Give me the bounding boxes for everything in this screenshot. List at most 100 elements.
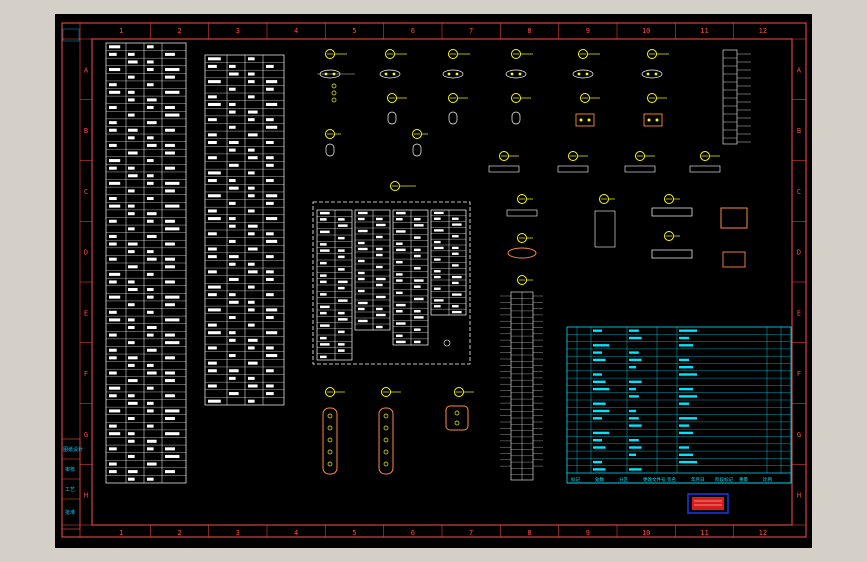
connector-tag-icon <box>517 233 527 243</box>
plug-connector-icon <box>379 69 401 79</box>
connector-tag-icon <box>517 194 527 204</box>
connector-tag-icon <box>511 49 521 59</box>
connector-tag-icon <box>568 151 578 161</box>
connector-tag-icon <box>454 387 464 397</box>
circuit-breaker-icon <box>643 113 663 127</box>
row-label-left: G <box>84 431 88 439</box>
title-block-footer-cell: 处数 <box>595 476 604 483</box>
row-label-left: E <box>84 309 88 317</box>
connector-tag-icon <box>647 49 657 59</box>
title-block-footer-cell: 分区 <box>619 476 628 483</box>
circuit-breaker-icon <box>575 113 595 127</box>
title-block-footer-cell: 阶段标记 <box>715 476 733 483</box>
plug-connector-icon <box>442 69 464 79</box>
row-label-left: C <box>84 188 88 196</box>
connector-tag-icon <box>385 49 395 59</box>
socket-icon <box>331 97 337 103</box>
connector-tag-icon <box>664 231 674 241</box>
side-label-3: 批准 <box>65 509 75 516</box>
title-block-footer-cell: 标记 <box>571 476 580 483</box>
connector-tag-icon <box>664 194 674 204</box>
title-block: 标记 处数 分区 更改文件号签名 年月日 阶段标记重量 比例 <box>566 326 792 484</box>
connector-tag-icon <box>635 151 645 161</box>
column-label-bottom: 2 <box>177 529 181 537</box>
approval-stamp <box>687 493 729 514</box>
title-block-footer-cell: 比例 <box>763 476 772 483</box>
title-block-footer-cell: 签名 <box>667 476 676 483</box>
connector-tag-icon <box>448 93 458 103</box>
connector-tag-icon <box>325 49 335 59</box>
connector-tag-icon <box>390 181 400 191</box>
column-label-bottom: 10 <box>642 529 650 537</box>
terminal-strip-lower <box>500 291 543 481</box>
column-label-top: 2 <box>177 27 181 35</box>
column-label-top: 8 <box>527 27 531 35</box>
connector-tag-icon <box>412 129 422 139</box>
title-block-footer-cell: 更改文件号 <box>643 476 666 483</box>
row-label-right: F <box>797 370 801 378</box>
column-label-top: 5 <box>352 27 356 35</box>
row-label-left: D <box>84 249 88 257</box>
connector-tag-icon <box>448 49 458 59</box>
column-label-top: 1 <box>119 27 123 35</box>
title-block-footer-cell: 年月日 <box>691 476 705 483</box>
column-label-top: 6 <box>411 27 415 35</box>
row-label-left: F <box>84 370 88 378</box>
connector-tag-icon <box>700 151 710 161</box>
central-wiring-panel <box>312 201 471 365</box>
column-label-top: 11 <box>700 27 708 35</box>
row-label-left: H <box>84 492 88 500</box>
connector-tag-icon <box>511 93 521 103</box>
row-label-right: B <box>797 127 801 135</box>
column-label-bottom: 5 <box>352 529 356 537</box>
connector-tag-icon <box>647 93 657 103</box>
socket-icon <box>331 90 337 96</box>
connector-symbols <box>317 49 748 475</box>
connector-pin-table-middle <box>204 54 285 406</box>
column-label-bottom: 9 <box>586 529 590 537</box>
side-label-1: 审核 <box>65 466 75 473</box>
connector-tag-icon <box>325 129 335 139</box>
column-label-bottom: 3 <box>236 529 240 537</box>
column-label-top: 3 <box>236 27 240 35</box>
column-label-bottom: 6 <box>411 529 415 537</box>
connector-pin-table-left <box>105 42 187 484</box>
column-label-bottom: 11 <box>700 529 708 537</box>
connector-tag-icon <box>580 93 590 103</box>
plug-connector-icon <box>505 69 527 79</box>
column-label-top: 12 <box>759 27 767 35</box>
row-label-right: E <box>797 309 801 317</box>
side-label-strip: 图纸设计 审核 工艺 批准 <box>61 28 83 530</box>
column-label-top: 9 <box>586 27 590 35</box>
connector-tag-icon <box>381 387 391 397</box>
connector-tag-icon <box>387 93 397 103</box>
row-label-right: G <box>797 431 801 439</box>
terminal-strip-right <box>722 49 751 145</box>
column-label-bottom: 12 <box>759 529 767 537</box>
connector-tag-icon <box>599 194 609 204</box>
column-label-bottom: 8 <box>527 529 531 537</box>
relay-coil-icon <box>387 111 397 125</box>
column-label-top: 4 <box>294 27 298 35</box>
relay-coil-icon <box>511 111 521 125</box>
side-label-0: 图纸设计 <box>63 446 83 453</box>
row-label-right: D <box>797 249 801 257</box>
plug-connector-icon <box>641 69 663 79</box>
row-label-right: H <box>797 492 801 500</box>
connector-tag-icon <box>325 387 335 397</box>
side-label-2: 工艺 <box>65 487 75 493</box>
connector-tag-icon <box>517 275 527 285</box>
column-label-bottom: 1 <box>119 529 123 537</box>
row-label-right: C <box>797 188 801 196</box>
column-label-top: 10 <box>642 27 650 35</box>
connector-tag-icon <box>578 49 588 59</box>
column-label-bottom: 7 <box>469 529 473 537</box>
outer-frame <box>61 22 807 538</box>
column-label-top: 7 <box>469 27 473 35</box>
title-block-footer-cell: 重量 <box>739 476 748 483</box>
connector-tag-icon <box>499 151 509 161</box>
